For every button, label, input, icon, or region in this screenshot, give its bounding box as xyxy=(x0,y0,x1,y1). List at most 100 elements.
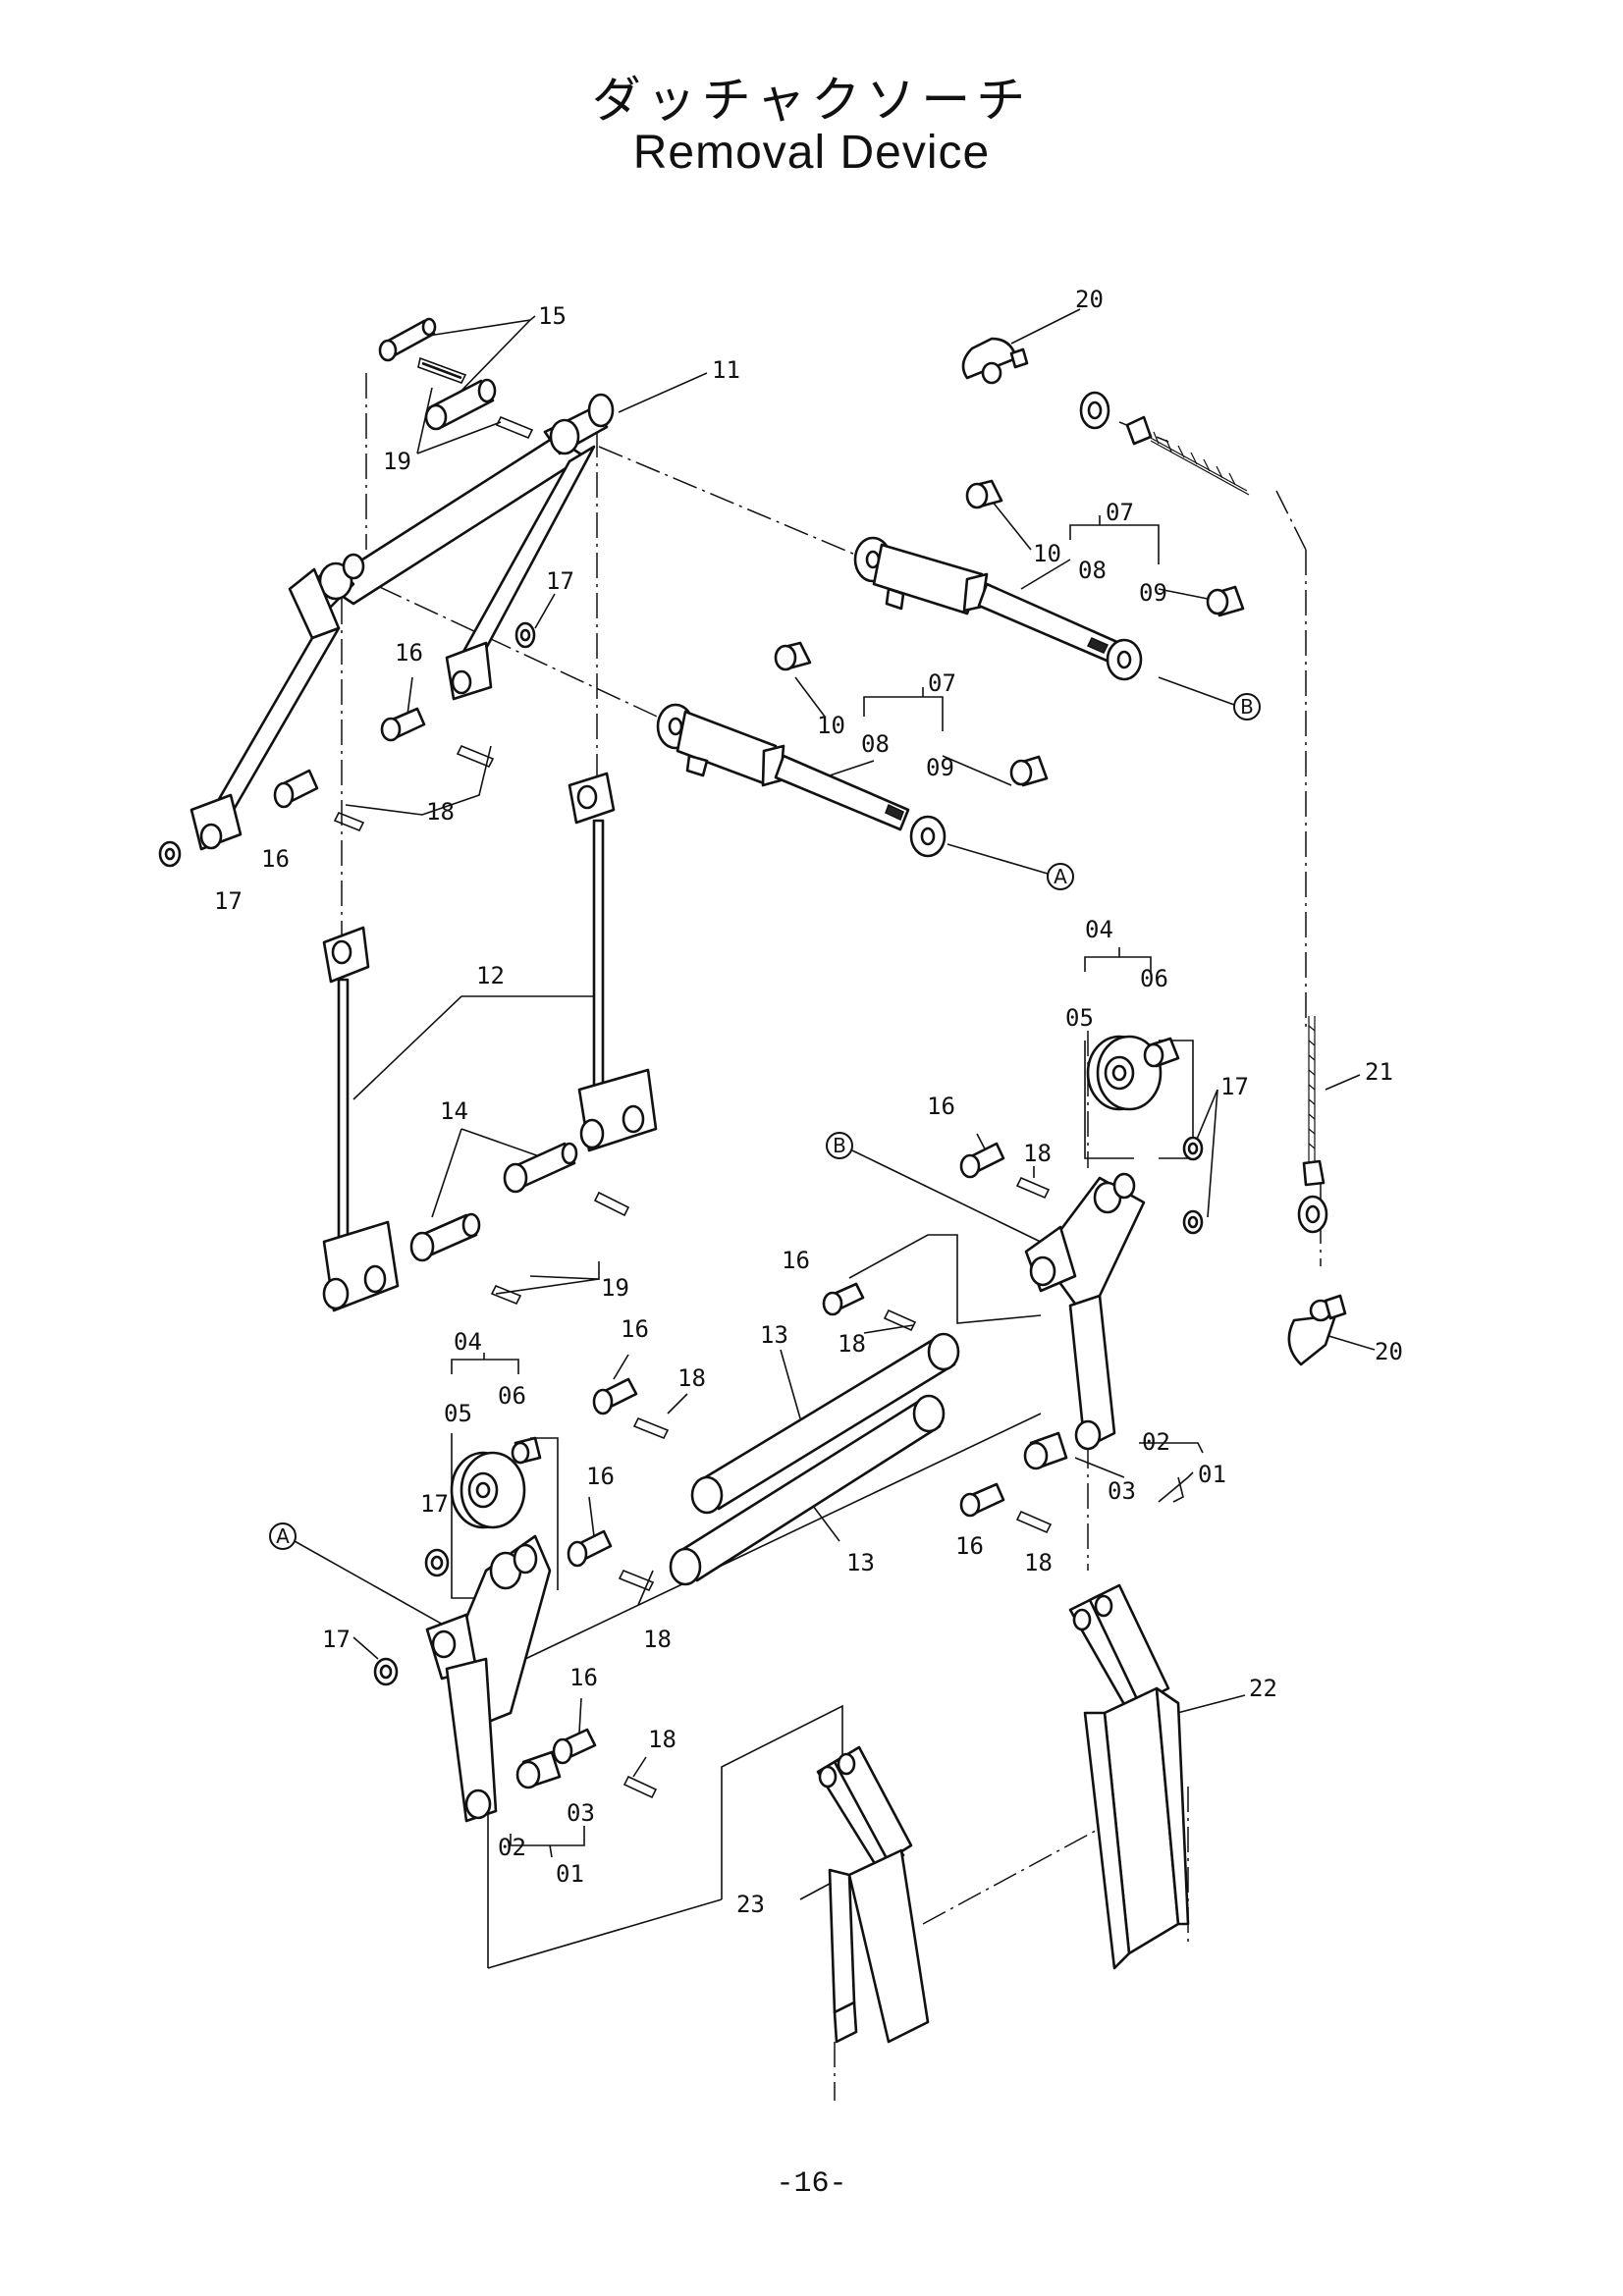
callout-06: 06 xyxy=(1140,965,1168,992)
callout-13: 13 xyxy=(846,1549,875,1576)
callout-16: 16 xyxy=(586,1463,615,1490)
reference-markers: B A B A xyxy=(269,676,1261,1550)
callout-04: 04 xyxy=(454,1328,482,1356)
callout-11: 11 xyxy=(712,356,740,384)
pin-16-right xyxy=(959,1142,1051,1200)
chain-21-upper xyxy=(1079,391,1250,496)
ref-marker-a-lower: A xyxy=(269,1522,297,1550)
washer-17-right xyxy=(1182,1136,1204,1235)
pin-16-upper-a xyxy=(380,707,495,769)
callout-10: 10 xyxy=(1033,540,1061,567)
callout-18: 18 xyxy=(426,798,455,826)
callout-labels: 15 11 19 20 07 10 08 09 17 16 07 10 08 0… xyxy=(214,286,1403,1918)
callout-16: 16 xyxy=(261,845,290,873)
callout-19: 19 xyxy=(383,448,411,475)
shackle-20-upper xyxy=(961,337,1029,385)
callout-18: 18 xyxy=(1023,1140,1052,1167)
callout-07: 07 xyxy=(1106,499,1134,526)
callout-04: 04 xyxy=(1085,916,1113,943)
pin-14-upper xyxy=(503,1142,630,1217)
pin-16-right-low xyxy=(959,1482,1053,1534)
callout-06: 06 xyxy=(498,1382,526,1410)
stand-22 xyxy=(1068,1583,1190,1970)
pin-16-left-low xyxy=(552,1728,658,1799)
callout-02: 02 xyxy=(1142,1428,1170,1456)
stand-23 xyxy=(816,1745,930,2044)
svg-text:B: B xyxy=(833,1134,846,1157)
washer-17-lower xyxy=(373,1657,399,1686)
ref-marker-b-upper: B xyxy=(1158,676,1261,721)
pin-16-center xyxy=(822,1282,917,1332)
chain-21-lower xyxy=(1297,1016,1328,1234)
pulley-04-right xyxy=(1086,1035,1180,1111)
svg-text:A: A xyxy=(276,1524,290,1548)
callout-16: 16 xyxy=(782,1247,810,1274)
pulley-04-left xyxy=(450,1436,542,1529)
callout-13: 13 xyxy=(760,1321,788,1349)
callout-07: 07 xyxy=(928,669,956,697)
page-number: -16- xyxy=(776,2167,847,2201)
callout-01: 01 xyxy=(1198,1461,1226,1488)
pin-15-upper xyxy=(378,317,437,362)
roller-13-upper xyxy=(690,1332,960,1515)
callout-17: 17 xyxy=(546,567,574,595)
arm-02-left xyxy=(425,1534,552,1823)
washer-17-left xyxy=(158,840,182,868)
callout-17: 17 xyxy=(322,1626,351,1653)
title-japanese: ダッチャクソーチ xyxy=(591,72,1032,129)
washer-17-left-mid xyxy=(424,1548,450,1577)
lift-rod-12-left xyxy=(322,926,400,1312)
pin-16-left-mid xyxy=(567,1529,655,1592)
callout-20: 20 xyxy=(1075,286,1104,313)
lift-rod-12-right xyxy=(568,772,658,1152)
callout-05: 05 xyxy=(1065,1004,1094,1032)
callout-22: 22 xyxy=(1249,1675,1277,1702)
callout-12: 12 xyxy=(476,962,505,989)
callout-18: 18 xyxy=(643,1626,672,1653)
callout-20: 20 xyxy=(1375,1338,1403,1365)
leader-lines xyxy=(294,308,1376,1969)
callout-23: 23 xyxy=(736,1891,765,1918)
arm-02-right xyxy=(1024,1172,1146,1451)
title-english: Removal Device xyxy=(632,127,991,179)
callout-01: 01 xyxy=(556,1860,584,1888)
shackle-20-lower xyxy=(1287,1294,1347,1366)
callout-09: 09 xyxy=(1139,579,1167,607)
pin-16-left-upper xyxy=(592,1377,670,1440)
svg-text:B: B xyxy=(1240,695,1254,719)
callout-02: 02 xyxy=(498,1834,526,1861)
callout-18: 18 xyxy=(1024,1549,1053,1576)
callout-16: 16 xyxy=(955,1532,984,1560)
callout-16: 16 xyxy=(395,639,423,667)
callout-18: 18 xyxy=(677,1364,706,1392)
bushing-10-middle xyxy=(774,641,812,671)
callout-17: 17 xyxy=(214,887,243,915)
washer-17-upper xyxy=(514,621,536,649)
callout-05: 05 xyxy=(444,1400,472,1427)
bushing-03-right xyxy=(1023,1431,1068,1470)
callout-17: 17 xyxy=(1220,1073,1249,1100)
callout-03: 03 xyxy=(567,1799,595,1827)
bushing-09-middle xyxy=(1009,755,1049,787)
callout-10: 10 xyxy=(817,712,845,739)
callout-17: 17 xyxy=(420,1490,449,1518)
ref-marker-b-lower: B xyxy=(826,1132,853,1159)
callout-18: 18 xyxy=(648,1726,676,1753)
callout-08: 08 xyxy=(1078,557,1107,584)
pin-16-upper-b xyxy=(273,769,365,832)
ref-marker-a-upper: A xyxy=(947,843,1074,890)
bushing-10-upper xyxy=(965,479,1003,509)
cotter-pin-19-lower xyxy=(495,415,534,440)
bushing-03-left xyxy=(515,1750,562,1789)
callout-09: 09 xyxy=(926,754,954,781)
callout-16: 16 xyxy=(569,1664,598,1691)
cotter-pin-19-upper xyxy=(417,356,467,384)
callout-19: 19 xyxy=(601,1274,629,1302)
roller-13-lower xyxy=(669,1394,946,1586)
pin-14-lower xyxy=(409,1212,522,1306)
callout-18: 18 xyxy=(838,1330,866,1358)
callout-16: 16 xyxy=(927,1093,955,1120)
callout-08: 08 xyxy=(861,730,890,758)
callout-15: 15 xyxy=(538,302,567,330)
